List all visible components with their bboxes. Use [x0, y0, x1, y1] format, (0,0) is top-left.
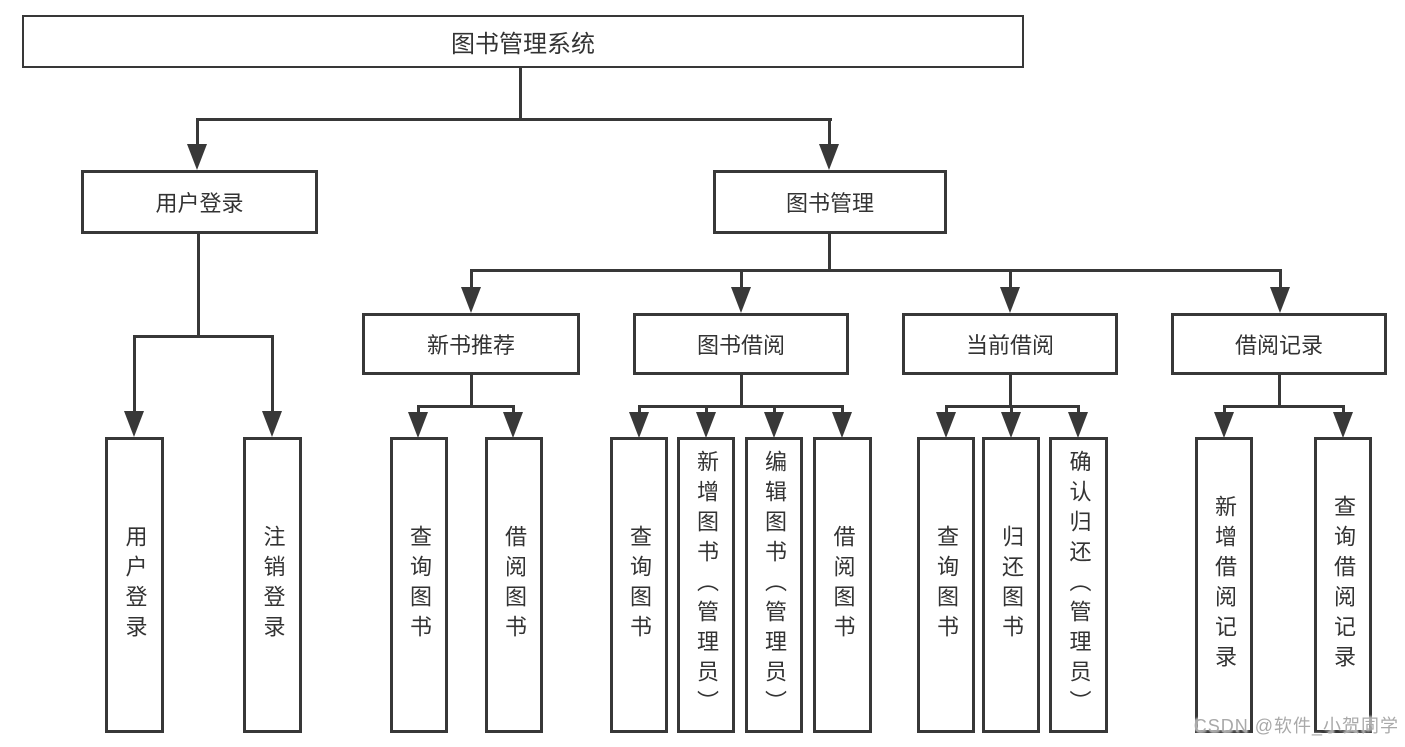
connector-line: [470, 375, 473, 408]
connector-line: [1342, 405, 1345, 415]
arrowhead-down-icon: [1068, 412, 1088, 438]
connector-line: [1077, 405, 1080, 415]
node-label: 图书管理系统: [451, 31, 595, 58]
leaf-logout: 注销登录: [243, 437, 302, 733]
node-label: 借阅图书: [830, 525, 856, 645]
node-new-book-recommendation: 新书推荐: [362, 313, 580, 375]
arrowhead-down-icon: [1214, 412, 1234, 438]
arrowhead-down-icon: [832, 412, 852, 438]
arrowhead-down-icon: [936, 412, 956, 438]
node-label: 查询借阅记录: [1331, 495, 1356, 675]
arrowhead-down-icon: [124, 411, 144, 437]
connector-line: [1279, 269, 1282, 289]
connector-line: [638, 405, 641, 415]
node-label: 图书管理: [785, 191, 874, 216]
node-label: 新增借阅记录: [1212, 495, 1237, 675]
connector-line: [196, 118, 832, 121]
connector-line: [470, 269, 473, 289]
arrowhead-down-icon: [731, 287, 751, 313]
node-borrowing-records: 借阅记录: [1171, 313, 1387, 375]
connector-line: [512, 405, 515, 415]
leaf-records-add-borrow-record: 新增借阅记录: [1195, 437, 1253, 733]
node-current-borrowing: 当前借阅: [902, 313, 1118, 375]
arrowhead-down-icon: [764, 412, 784, 438]
arrowhead-down-icon: [187, 144, 207, 170]
node-label: 新增图书（管理员）: [694, 450, 719, 720]
node-user-login: 用户登录: [81, 170, 318, 234]
arrowhead-down-icon: [696, 412, 716, 438]
node-label: 编辑图书（管理员）: [762, 450, 787, 720]
node-label: 借阅记录: [1234, 333, 1323, 358]
connector-line: [133, 335, 136, 413]
node-label: 当前借阅: [965, 333, 1054, 358]
connector-line: [470, 269, 1281, 272]
arrowhead-down-icon: [503, 412, 523, 438]
leaf-current-return-books: 归还图书: [982, 437, 1040, 733]
connector-line: [196, 118, 199, 146]
connector-line: [828, 234, 831, 272]
connector-line: [638, 405, 844, 408]
connector-line: [1009, 375, 1012, 408]
leaf-current-query-books: 查询图书: [917, 437, 975, 733]
node-label: 查询图书: [934, 525, 959, 645]
node-book-management: 图书管理: [713, 170, 947, 234]
node-label: 查询图书: [407, 525, 432, 645]
connector-line: [197, 234, 200, 338]
arrowhead-down-icon: [1333, 412, 1353, 438]
connector-line: [1223, 405, 1344, 408]
connector-line: [417, 405, 515, 408]
connector-line: [841, 405, 844, 415]
leaf-records-query-borrow-record: 查询借阅记录: [1314, 437, 1372, 733]
connector-line: [740, 269, 743, 289]
leaf-current-confirm-return-admin: 确认归还（管理员）: [1049, 437, 1108, 733]
node-label: 用户登录: [122, 525, 148, 645]
connector-line: [828, 118, 831, 146]
leaf-user-login: 用户登录: [105, 437, 164, 733]
leaf-borrowing-add-books-admin: 新增图书（管理员）: [677, 437, 735, 733]
connector-line: [1010, 405, 1013, 415]
arrowhead-down-icon: [1001, 412, 1021, 438]
connector-line: [945, 405, 948, 415]
leaf-newbooks-borrow-books: 借阅图书: [485, 437, 543, 733]
connector-line: [1223, 405, 1226, 415]
arrowhead-down-icon: [1270, 287, 1290, 313]
arrowhead-down-icon: [461, 287, 481, 313]
node-label: 查询图书: [627, 525, 652, 645]
watermark: CSDN @软件_小贺同学: [1193, 716, 1399, 736]
connector-line: [417, 405, 420, 415]
node-book-borrowing: 图书借阅: [633, 313, 849, 375]
arrowhead-down-icon: [629, 412, 649, 438]
node-label: 确认归还（管理员）: [1066, 450, 1092, 720]
connector-line: [133, 335, 274, 338]
connector-line: [519, 68, 522, 120]
connector-line: [271, 335, 274, 413]
node-label: 归还图书: [999, 525, 1024, 645]
node-label: 新书推荐: [426, 333, 515, 358]
arrowhead-down-icon: [408, 412, 428, 438]
leaf-borrowing-edit-books-admin: 编辑图书（管理员）: [745, 437, 803, 733]
arrowhead-down-icon: [819, 144, 839, 170]
connector-line: [1278, 375, 1281, 408]
node-library-management-system: 图书管理系统: [22, 15, 1024, 68]
leaf-newbooks-query-books: 查询图书: [390, 437, 448, 733]
node-label: 注销登录: [260, 525, 286, 645]
connector-line: [705, 405, 708, 415]
node-label: 借阅图书: [502, 525, 527, 645]
leaf-borrowing-query-books: 查询图书: [610, 437, 668, 733]
arrowhead-down-icon: [262, 411, 282, 437]
arrowhead-down-icon: [1000, 287, 1020, 313]
leaf-borrowing-borrow-books: 借阅图书: [813, 437, 872, 733]
node-label: 图书借阅: [696, 333, 785, 358]
connector-line: [1009, 269, 1012, 289]
node-label: 用户登录: [155, 191, 244, 216]
connector-line: [740, 375, 743, 408]
connector-line: [773, 405, 776, 415]
